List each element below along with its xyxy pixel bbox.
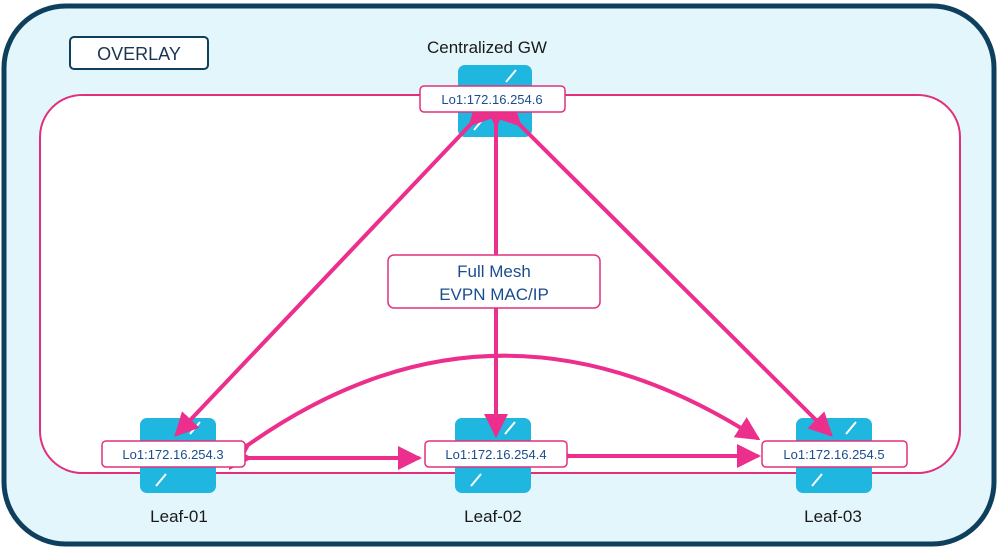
link-gw-leaf1 bbox=[174, 101, 494, 437]
annotation-line2: EVPN MAC/IP bbox=[439, 285, 549, 304]
gw-loopback-text: Lo1:172.16.254.6 bbox=[441, 92, 542, 107]
full-mesh-annotation: Full Mesh EVPN MAC/IP bbox=[387, 254, 601, 309]
leaf3-loopback: Lo1:172.16.254.5 bbox=[761, 440, 908, 468]
leaf1-loopback-text: Lo1:172.16.254.3 bbox=[122, 447, 223, 462]
leaf2-loopback: Lo1:172.16.254.4 bbox=[424, 440, 568, 468]
leaf2-loopback-text: Lo1:172.16.254.4 bbox=[445, 447, 546, 462]
leaf1-loopback: Lo1:172.16.254.3 bbox=[101, 440, 246, 468]
leaf3-loopback-text: Lo1:172.16.254.5 bbox=[783, 447, 884, 462]
leaf1-name: Leaf-01 bbox=[150, 507, 208, 526]
link-gw-leaf3 bbox=[496, 101, 833, 437]
annotation-line1: Full Mesh bbox=[457, 262, 531, 281]
link-leaf1-leaf3 bbox=[224, 353, 761, 467]
gw-loopback: Lo1:172.16.254.6 bbox=[419, 85, 566, 113]
gw-name: Centralized GW bbox=[427, 38, 547, 57]
overlay-label: OVERLAY bbox=[97, 44, 181, 64]
leaf3-name: Leaf-03 bbox=[804, 507, 862, 526]
overlay-tag: OVERLAY bbox=[69, 36, 209, 70]
leaf2-name: Leaf-02 bbox=[464, 507, 522, 526]
